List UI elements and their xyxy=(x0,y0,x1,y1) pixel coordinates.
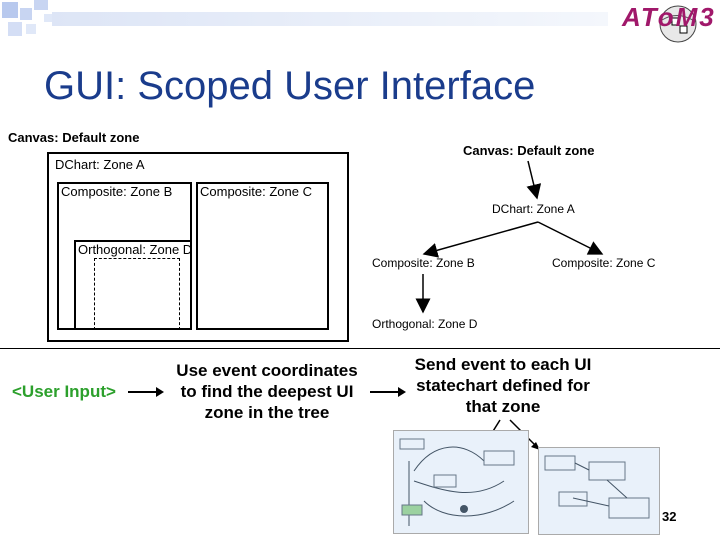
dchart-zone-a xyxy=(47,152,349,342)
zone-tree-edges xyxy=(415,160,604,314)
atom3-logo: AToM3 xyxy=(622,0,720,50)
arrow-icon xyxy=(537,221,604,255)
statechart-thumbnail xyxy=(393,430,529,534)
orthogonal-label: Orthogonal: Zone D xyxy=(78,242,193,257)
user-input-label: <User Input> xyxy=(12,382,116,401)
logo-text: AToM3 xyxy=(622,2,716,32)
composite-c-label: Composite: Zone C xyxy=(200,184,312,199)
section-divider xyxy=(0,348,720,349)
send-event-step: Send event to each UI statechart defined… xyxy=(414,355,592,416)
tree-dchart-node: DChart: Zone A xyxy=(492,202,575,216)
tree-root-node: Canvas: Default zone xyxy=(463,143,595,158)
canvas-label: Canvas: Default zone xyxy=(8,130,140,145)
arrow-icon xyxy=(526,160,542,200)
orthogonal-partition xyxy=(94,258,180,330)
composite-b-label: Composite: Zone B xyxy=(61,184,173,199)
arrow-icon xyxy=(422,221,539,258)
tree-orthogonal-node: Orthogonal: Zone D xyxy=(372,317,478,331)
page-number: 32 xyxy=(662,509,677,524)
tree-composite-b-node: Composite: Zone B xyxy=(372,256,475,270)
composite-zone-c xyxy=(196,182,329,330)
arrow-icon xyxy=(370,387,406,397)
statechart-thumbnail xyxy=(538,447,660,535)
dchart-label: DChart: Zone A xyxy=(55,157,145,172)
page-title: GUI: Scoped User Interface xyxy=(44,64,536,108)
header-band xyxy=(52,12,608,26)
find-zone-step: Use event coordinates to find the deepes… xyxy=(176,361,358,422)
corner-squares-decoration xyxy=(2,0,52,36)
tree-composite-c-node: Composite: Zone C xyxy=(552,256,656,270)
arrow-icon xyxy=(128,387,164,397)
